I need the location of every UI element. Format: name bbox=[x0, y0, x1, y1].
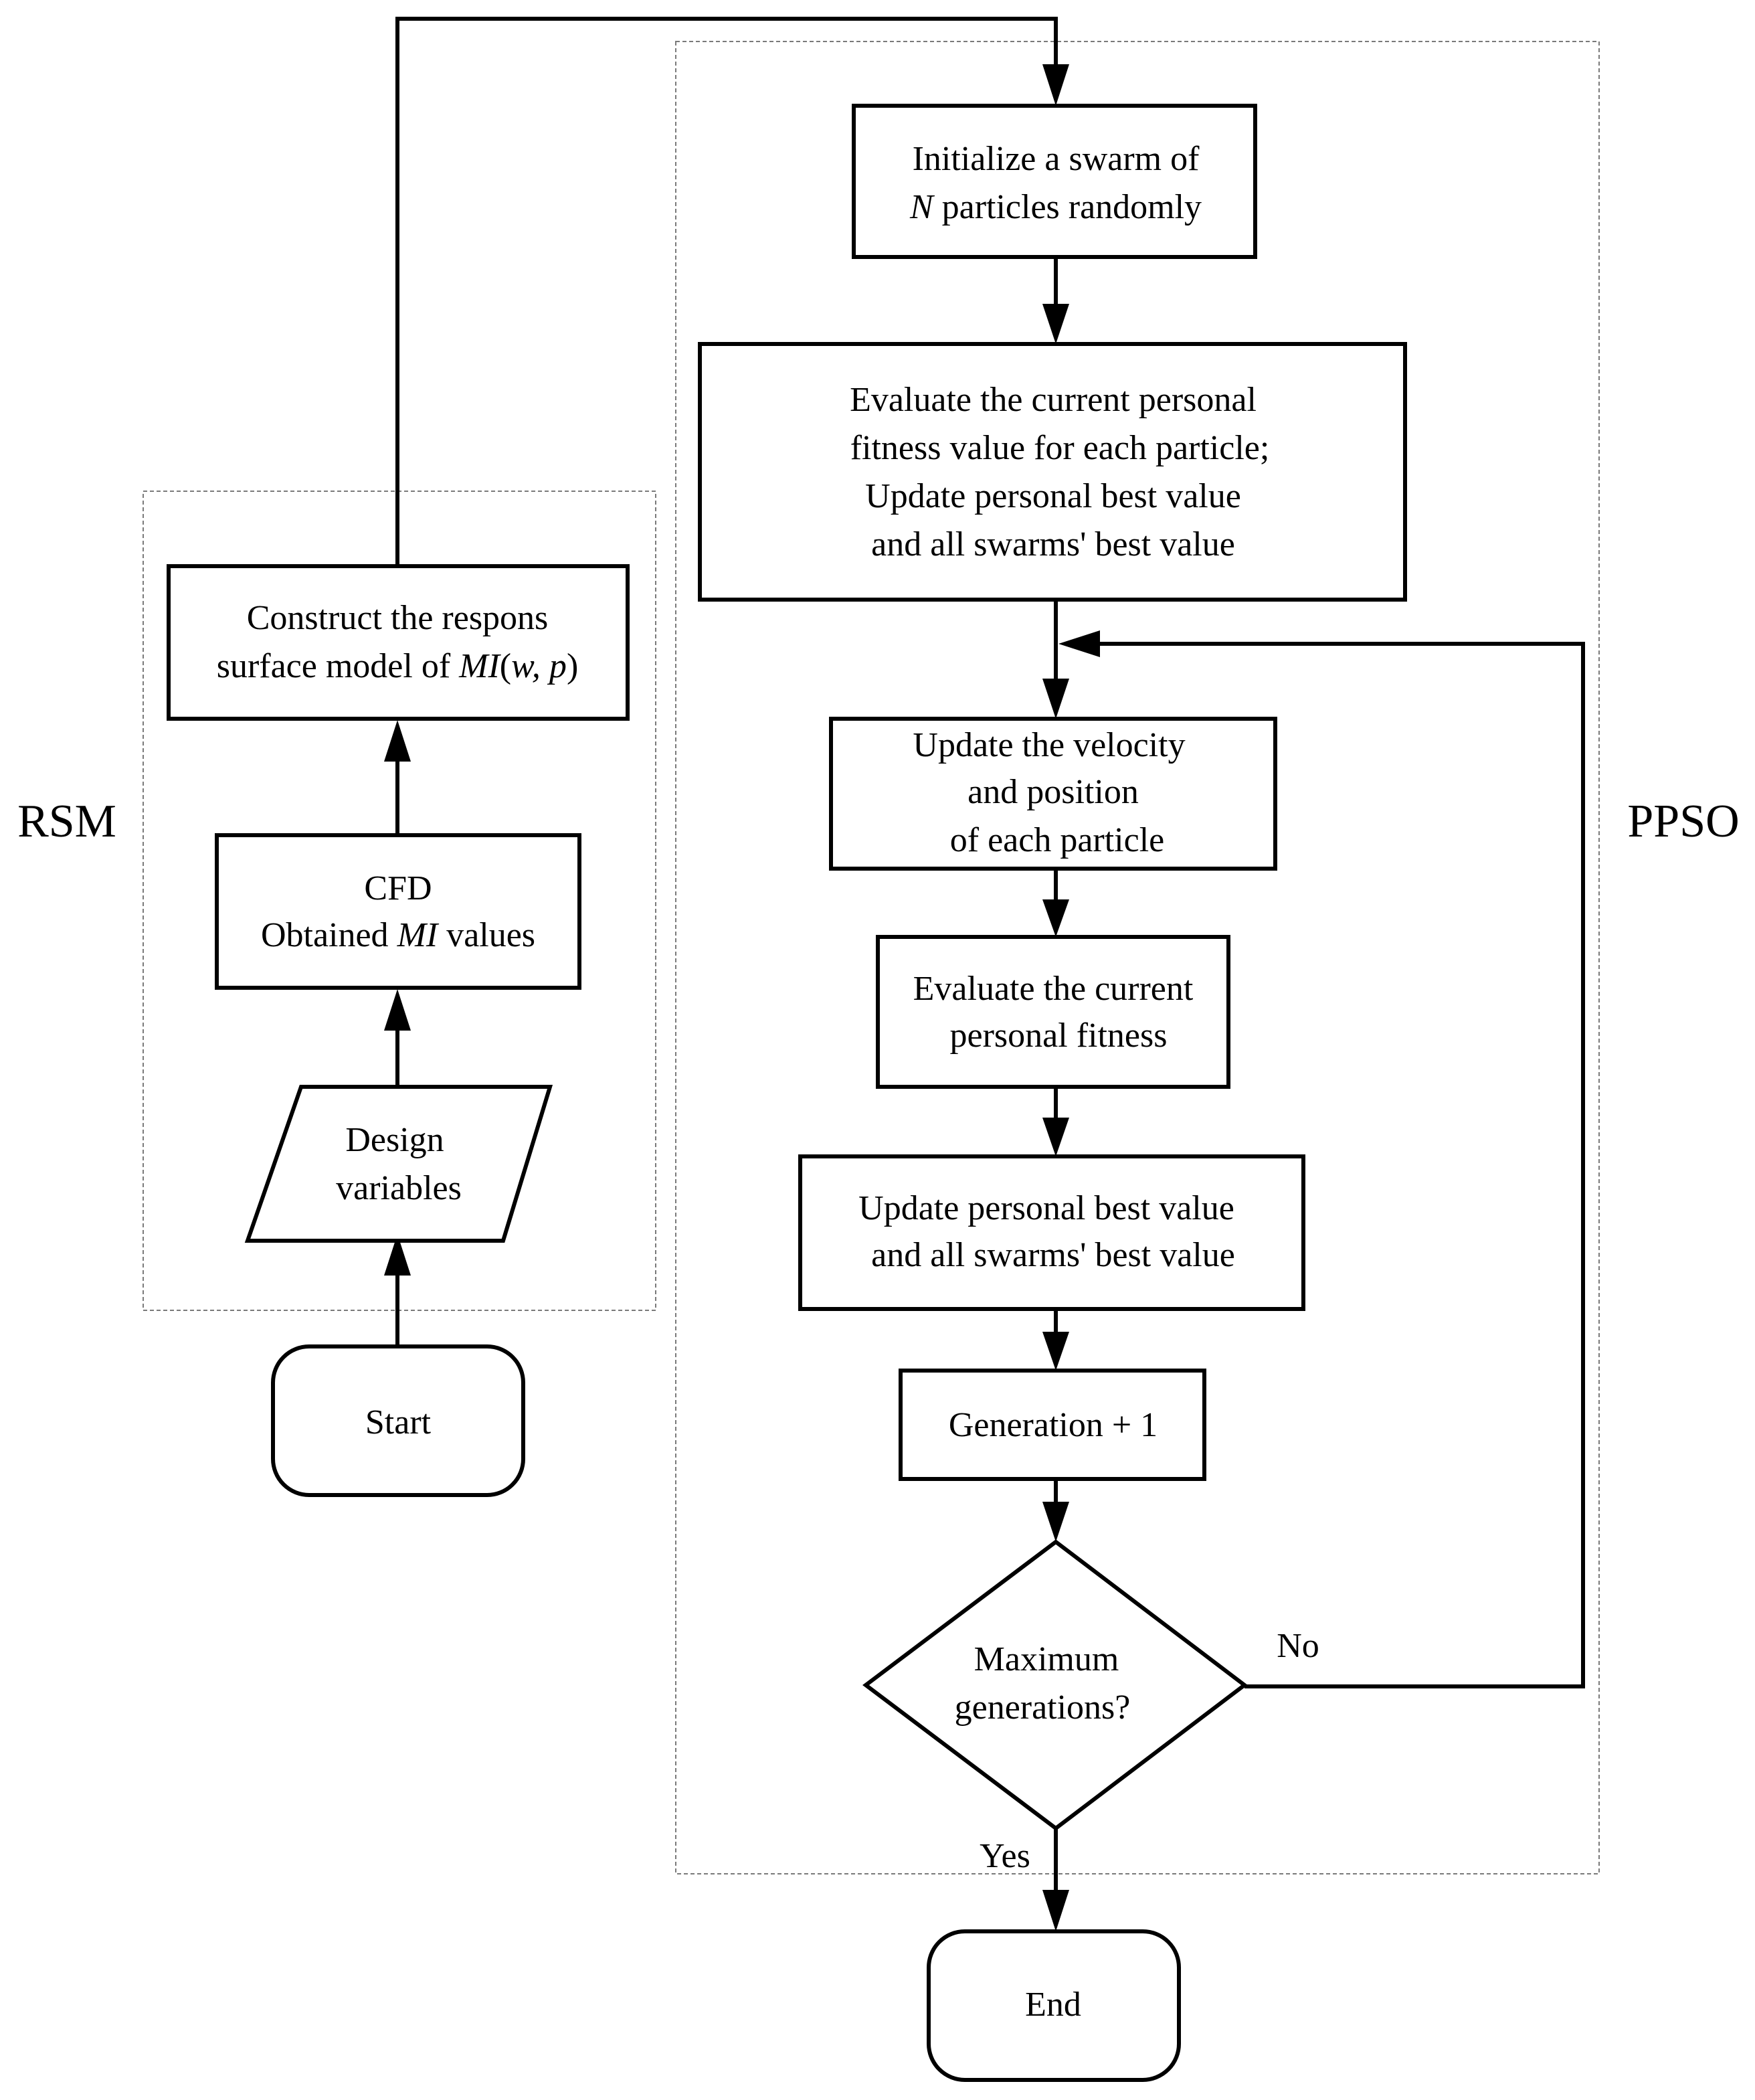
design-variables-line2: variables bbox=[336, 1169, 462, 1207]
arrowhead-design-to-cfd bbox=[384, 989, 411, 1031]
arrowhead-eval-fitness-to-update-best bbox=[1042, 1118, 1069, 1156]
ppso-group-frame bbox=[675, 41, 1600, 1874]
start-terminal: Start bbox=[271, 1344, 525, 1497]
arrowhead-generation-to-decision bbox=[1042, 1502, 1069, 1542]
end-terminal: End bbox=[927, 1929, 1181, 2082]
initialize-line1: Initialize a swarm of bbox=[913, 140, 1200, 178]
construct-line1: Construct the respons bbox=[247, 599, 549, 637]
arrowhead-construct-to-init bbox=[1042, 64, 1069, 106]
arrowhead-update-best-to-generation bbox=[1042, 1332, 1069, 1371]
evaluate-update-line2: fitness value for each particle; bbox=[850, 429, 1270, 467]
evaluate-update-line3: Update personal best value bbox=[865, 477, 1241, 515]
no-label: No bbox=[1277, 1627, 1319, 1665]
design-variables-line1: Design bbox=[345, 1121, 444, 1159]
arrowhead-start-to-design bbox=[384, 1234, 411, 1276]
generation-label: Generation + 1 bbox=[949, 1406, 1158, 1444]
start-label: Start bbox=[365, 1403, 432, 1441]
evaluate-update-line4: and all swarms' best value bbox=[871, 525, 1235, 563]
evaluate-fitness-line1: Evaluate the current bbox=[913, 970, 1194, 1008]
decision-line1: Maximum bbox=[974, 1640, 1119, 1678]
arrowhead-update-velocity-to-eval-fitness bbox=[1042, 899, 1069, 937]
edge-construct-to-init bbox=[395, 17, 1058, 566]
arrowhead-cfd-to-construct bbox=[384, 720, 411, 762]
evaluate-fitness-line2: personal fitness bbox=[950, 1017, 1168, 1055]
decision-line2: generations? bbox=[955, 1688, 1131, 1727]
update-velocity-process: Update the velocity and position of each… bbox=[829, 717, 1277, 871]
evaluate-update-line1: Evaluate the current personal bbox=[850, 381, 1257, 419]
rsm-group-label: RSM bbox=[17, 796, 116, 847]
arrowhead-eval-all-to-update-velocity bbox=[1042, 679, 1069, 719]
ppso-group-label: PPSO bbox=[1627, 796, 1739, 847]
max-generations-decision: Maximum generations? bbox=[862, 1539, 1248, 1831]
update-velocity-line2: and position bbox=[967, 773, 1139, 811]
arrowhead-decision-yes-to-end bbox=[1042, 1890, 1069, 1931]
update-best-line2: and all swarms' best value bbox=[871, 1236, 1235, 1274]
cfd-process: CFD Obtained MI values bbox=[215, 833, 581, 990]
design-variables-input: Design variables bbox=[244, 1085, 553, 1243]
cfd-line2: Obtained MI values bbox=[261, 916, 535, 954]
edge-decision-no-loop bbox=[1100, 642, 1585, 1688]
initialize-line2: N particles randomly bbox=[909, 188, 1202, 226]
construct-line2: surface model of MI(w, p) bbox=[217, 647, 579, 685]
evaluate-fitness-process: Evaluate the current personal fitness bbox=[876, 935, 1230, 1089]
arrowhead-decision-no-loop bbox=[1058, 630, 1100, 657]
update-best-process: Update personal best value and all swarm… bbox=[798, 1154, 1305, 1311]
update-velocity-line1: Update the velocity bbox=[913, 726, 1185, 764]
cfd-line1: CFD bbox=[364, 869, 432, 907]
end-label: End bbox=[1025, 1986, 1081, 2024]
initialize-swarm-process: Initialize a swarm of N particles random… bbox=[852, 104, 1257, 259]
generation-increment-process: Generation + 1 bbox=[899, 1369, 1206, 1481]
construct-rsm-process: Construct the respons surface model of M… bbox=[167, 564, 630, 721]
yes-label: Yes bbox=[980, 1837, 1030, 1875]
update-best-line1: Update personal best value bbox=[858, 1189, 1234, 1227]
update-velocity-line3: of each particle bbox=[950, 821, 1164, 859]
evaluate-update-process: Evaluate the current personal fitness va… bbox=[698, 342, 1407, 602]
arrowhead-init-to-eval-all bbox=[1042, 304, 1069, 344]
